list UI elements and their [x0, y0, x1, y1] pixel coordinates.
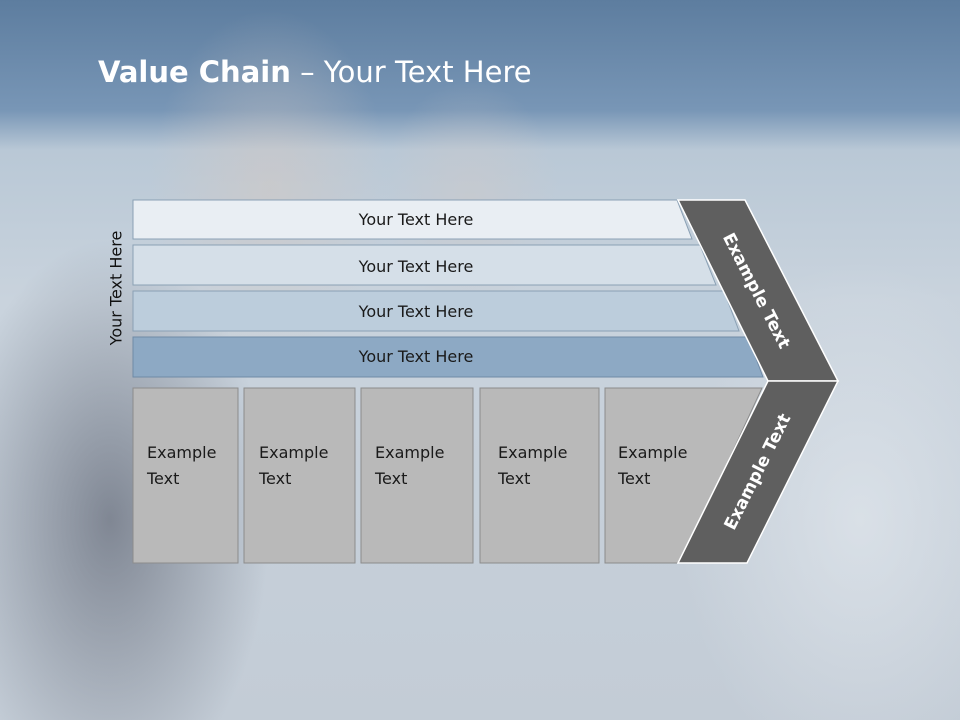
column-3[interactable]: [360, 387, 474, 564]
bar-2-label: Your Text Here: [358, 257, 474, 276]
column-1-line2: Text: [146, 469, 179, 488]
bar-group: Your Text Here Your Text Here Your Text …: [132, 199, 764, 378]
bar-4-label: Your Text Here: [358, 347, 474, 366]
bar-1[interactable]: [132, 199, 693, 240]
column-2-line1: Example: [259, 443, 328, 462]
column-2-line2: Text: [258, 469, 291, 488]
column-group: Example Text Example Text Example Text E…: [132, 387, 763, 564]
bar-3-label: Your Text Here: [358, 302, 474, 321]
title-bold: Value Chain: [98, 55, 291, 89]
column-1[interactable]: [132, 387, 239, 564]
column-5-line2: Text: [617, 469, 650, 488]
column-4[interactable]: [479, 387, 600, 564]
bar-3[interactable]: [132, 290, 740, 332]
column-3-line2: Text: [374, 469, 407, 488]
bar-4[interactable]: [132, 336, 764, 378]
column-5-line1: Example: [618, 443, 687, 462]
slide-title: Value Chain – Your Text Here: [98, 55, 532, 89]
column-4-line1: Example: [498, 443, 567, 462]
column-4-line2: Text: [497, 469, 530, 488]
bar-1-label: Your Text Here: [358, 210, 474, 229]
column-2[interactable]: [243, 387, 356, 564]
column-1-line1: Example: [147, 443, 216, 462]
title-rest: – Your Text Here: [290, 55, 532, 89]
bar-2[interactable]: [132, 244, 717, 286]
chevron-group: Example Text Example Text: [676, 199, 840, 564]
column-3-line1: Example: [375, 443, 444, 462]
chevron-bottom[interactable]: [676, 380, 840, 564]
